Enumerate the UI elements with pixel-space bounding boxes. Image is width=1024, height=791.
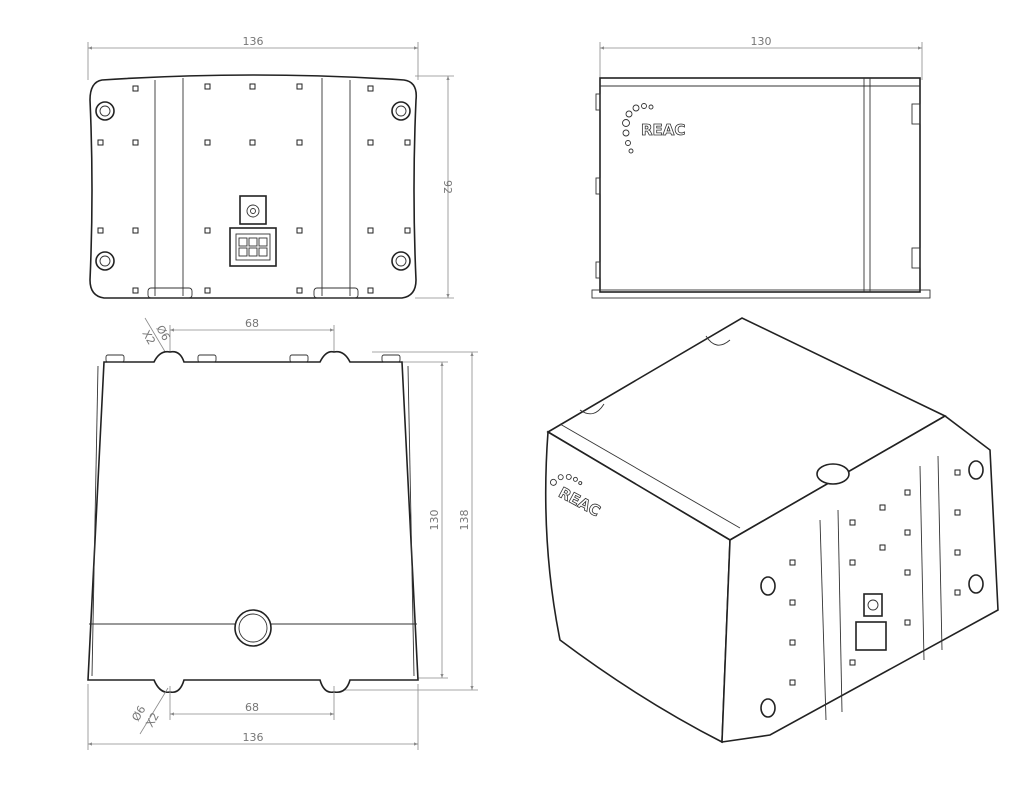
front-housing-outline [89, 74, 418, 299]
mounting-hole-icon [968, 574, 984, 594]
hole-spacing-top-dimension: 68 [245, 317, 259, 330]
vent-square [367, 287, 374, 294]
vent-square [904, 529, 911, 536]
front-width-dimension: 136 [243, 35, 264, 48]
isometric-view: REAC [544, 317, 999, 744]
vent-square [904, 569, 911, 576]
cable-port-icon [816, 463, 850, 485]
mounting-hole-icon [760, 576, 776, 596]
iso-end-face [721, 415, 999, 743]
vent-square [789, 599, 796, 606]
vent-square [296, 227, 303, 234]
mounting-hole-icon [760, 698, 776, 718]
hole-qty-bottom-label: X2 [143, 710, 162, 729]
front-view: 136 92 [87, 35, 454, 299]
side-width-dimension-label: 130 [751, 35, 772, 48]
connector-icon [229, 195, 277, 267]
mounting-hole-icon [95, 101, 115, 121]
vent-square [954, 589, 961, 596]
vent-square [879, 544, 886, 551]
vent-square [296, 139, 303, 146]
vent-square [132, 139, 139, 146]
vent-square [404, 227, 411, 234]
mounting-hole-icon [968, 460, 984, 480]
connector-icon [855, 593, 887, 651]
vent-square [404, 139, 411, 146]
vent-square [204, 227, 211, 234]
vent-squares [97, 83, 411, 294]
vent-square [296, 83, 303, 90]
mounting-hole-icon [391, 101, 411, 121]
vent-square [954, 549, 961, 556]
side-view: 130 REAC [591, 35, 931, 299]
vent-square [132, 227, 139, 234]
vent-squares [789, 469, 961, 686]
vent-square [367, 227, 374, 234]
inner-length-dimension: 130 [428, 510, 441, 531]
vent-square [789, 639, 796, 646]
vent-square [849, 559, 856, 566]
vent-square [204, 287, 211, 294]
vent-square [367, 139, 374, 146]
vent-square [954, 469, 961, 476]
cable-port-icon [234, 609, 272, 647]
overall-length-dimension: 138 [458, 510, 471, 531]
top-width-dimension: 136 [243, 731, 264, 744]
hole-spacing-bottom-dimension: 68 [245, 701, 259, 714]
vent-square [132, 85, 139, 92]
side-housing-outline [599, 77, 921, 293]
mounting-hole-icon [391, 251, 411, 271]
vent-square [97, 227, 104, 234]
top-housing-outline [87, 350, 419, 694]
vent-square [879, 504, 886, 511]
mounting-hole-icon [95, 251, 115, 271]
vent-square [904, 619, 911, 626]
vent-square [954, 509, 961, 516]
vent-square [849, 519, 856, 526]
reac-logo: REAC [622, 103, 686, 154]
vent-square [789, 679, 796, 686]
vent-square [789, 559, 796, 566]
hole-qty-top-label: X2 [139, 328, 158, 347]
vent-square [249, 139, 256, 146]
svg-text:REAC: REAC [641, 121, 685, 139]
vent-square [904, 489, 911, 496]
vent-square [204, 139, 211, 146]
top-view: 68 Ø6 X2 130 138 68 Ø6 X2 136 [87, 317, 478, 750]
vent-square [249, 83, 256, 90]
vent-square [849, 659, 856, 666]
vent-square [132, 287, 139, 294]
front-height-dimension: 92 [441, 180, 454, 194]
vent-square [296, 287, 303, 294]
vent-square [97, 139, 104, 146]
iso-side-face [544, 430, 731, 744]
vent-square [367, 85, 374, 92]
vent-square [204, 83, 211, 90]
